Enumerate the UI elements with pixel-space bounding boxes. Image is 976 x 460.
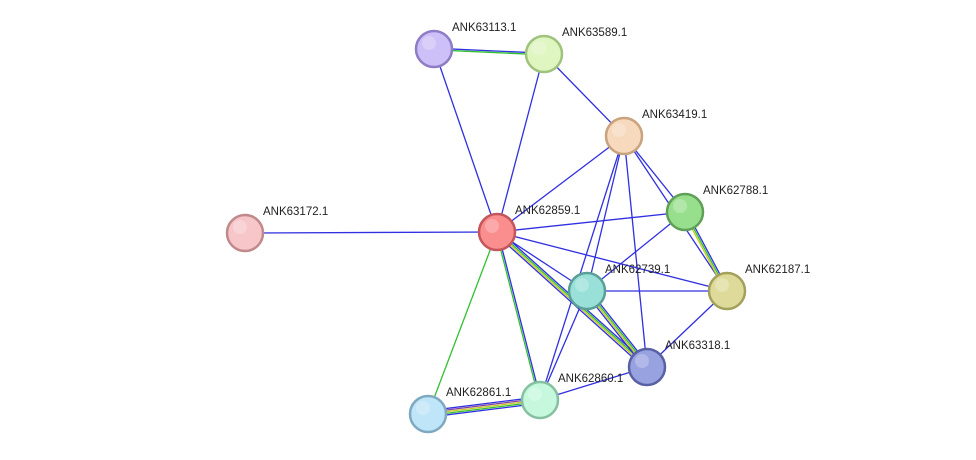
node-circle[interactable] — [414, 29, 454, 69]
edge-strand — [586, 135, 625, 292]
edge-strand — [433, 48, 498, 233]
node-highlight — [233, 220, 247, 234]
node-ank63419-1[interactable]: ANK63419.1 — [604, 109, 707, 156]
node-label: ANK63113.1 — [452, 22, 516, 34]
node-ank63113-1[interactable]: ANK63113.1 — [414, 22, 516, 69]
node-ank62861-1[interactable]: ANK62861.1 — [408, 387, 511, 434]
edge-ank62788-1-ank62859-1 — [496, 211, 686, 233]
node-label: ANK63172.1 — [263, 206, 328, 218]
node-circle[interactable] — [520, 380, 560, 420]
node-highlight — [612, 123, 626, 137]
node-label: ANK62739.1 — [605, 264, 670, 276]
node-circle[interactable] — [408, 394, 448, 434]
edge-strand — [244, 231, 498, 234]
nodes-layer: ANK63113.1 ANK63589.1ANK63419.1ANK62788.1… — [225, 22, 810, 434]
node-highlight — [528, 387, 542, 401]
edge-ank63419-1-ank62860-1 — [539, 135, 625, 401]
edge-strand — [496, 53, 545, 233]
node-highlight — [715, 278, 729, 292]
node-ank62859-1[interactable]: ANK62859.1 — [477, 205, 580, 252]
edge-strand — [496, 211, 686, 233]
node-highlight — [422, 36, 436, 50]
edge-ank63589-1-ank62859-1 — [496, 53, 545, 233]
node-label: ANK62861.1 — [446, 387, 511, 399]
node-highlight — [485, 219, 499, 233]
edge-ank63172-1-ank62859-1 — [244, 231, 498, 234]
edge-ank63419-1-ank62739-1 — [586, 135, 625, 292]
node-highlight — [575, 278, 589, 292]
node-label: ANK63589.1 — [562, 27, 627, 39]
node-ank62788-1[interactable]: ANK62788.1 — [665, 185, 768, 232]
node-label: ANK62788.1 — [703, 185, 768, 197]
edge-strand — [496, 231, 728, 292]
node-label: ANK63419.1 — [642, 109, 707, 121]
node-highlight — [416, 401, 430, 415]
node-circle[interactable] — [524, 34, 564, 74]
node-circle[interactable] — [225, 213, 265, 253]
node-ank63318-1[interactable]: ANK63318.1 — [627, 340, 730, 387]
node-circle[interactable] — [665, 192, 705, 232]
node-ank63172-1[interactable]: ANK63172.1 — [225, 206, 328, 253]
node-ank62860-1[interactable]: ANK62860.1 — [520, 373, 623, 420]
node-highlight — [532, 41, 546, 55]
edge-ank62859-1-ank62187-1 — [496, 231, 728, 292]
edge-strand — [586, 211, 686, 292]
node-circle[interactable] — [604, 116, 644, 156]
node-ank62187-1[interactable]: ANK62187.1 — [707, 264, 810, 311]
node-circle[interactable] — [477, 212, 517, 252]
edge-strand — [539, 135, 625, 401]
node-ank63589-1[interactable]: ANK63589.1 — [524, 27, 627, 74]
edge-ank62739-1-ank62860-1 — [539, 290, 588, 401]
edge-ank62859-1-ank62860-1 — [495, 231, 542, 401]
edge-ank63419-1-ank62859-1 — [496, 135, 625, 233]
edge-strand — [495, 232, 540, 401]
edge-strand — [497, 231, 542, 400]
node-ank62739-1[interactable]: ANK62739.1 — [567, 264, 670, 311]
node-label: ANK62860.1 — [558, 373, 623, 385]
node-label: ANK62187.1 — [745, 264, 810, 276]
edge-strand — [496, 135, 625, 233]
node-highlight — [635, 354, 649, 368]
edge-ank62788-1-ank62739-1 — [586, 211, 686, 292]
node-highlight — [673, 199, 687, 213]
edge-ank63113-1-ank62859-1 — [433, 48, 498, 233]
edge-strand — [539, 290, 588, 401]
edge-strand — [494, 233, 646, 370]
edge-ank62859-1-ank62861-1 — [427, 231, 498, 415]
node-label: ANK62859.1 — [515, 205, 580, 217]
node-circle[interactable] — [707, 271, 747, 311]
node-circle[interactable] — [567, 271, 607, 311]
node-label: ANK63318.1 — [665, 340, 730, 352]
node-circle[interactable] — [627, 347, 667, 387]
edge-strand — [427, 231, 498, 415]
